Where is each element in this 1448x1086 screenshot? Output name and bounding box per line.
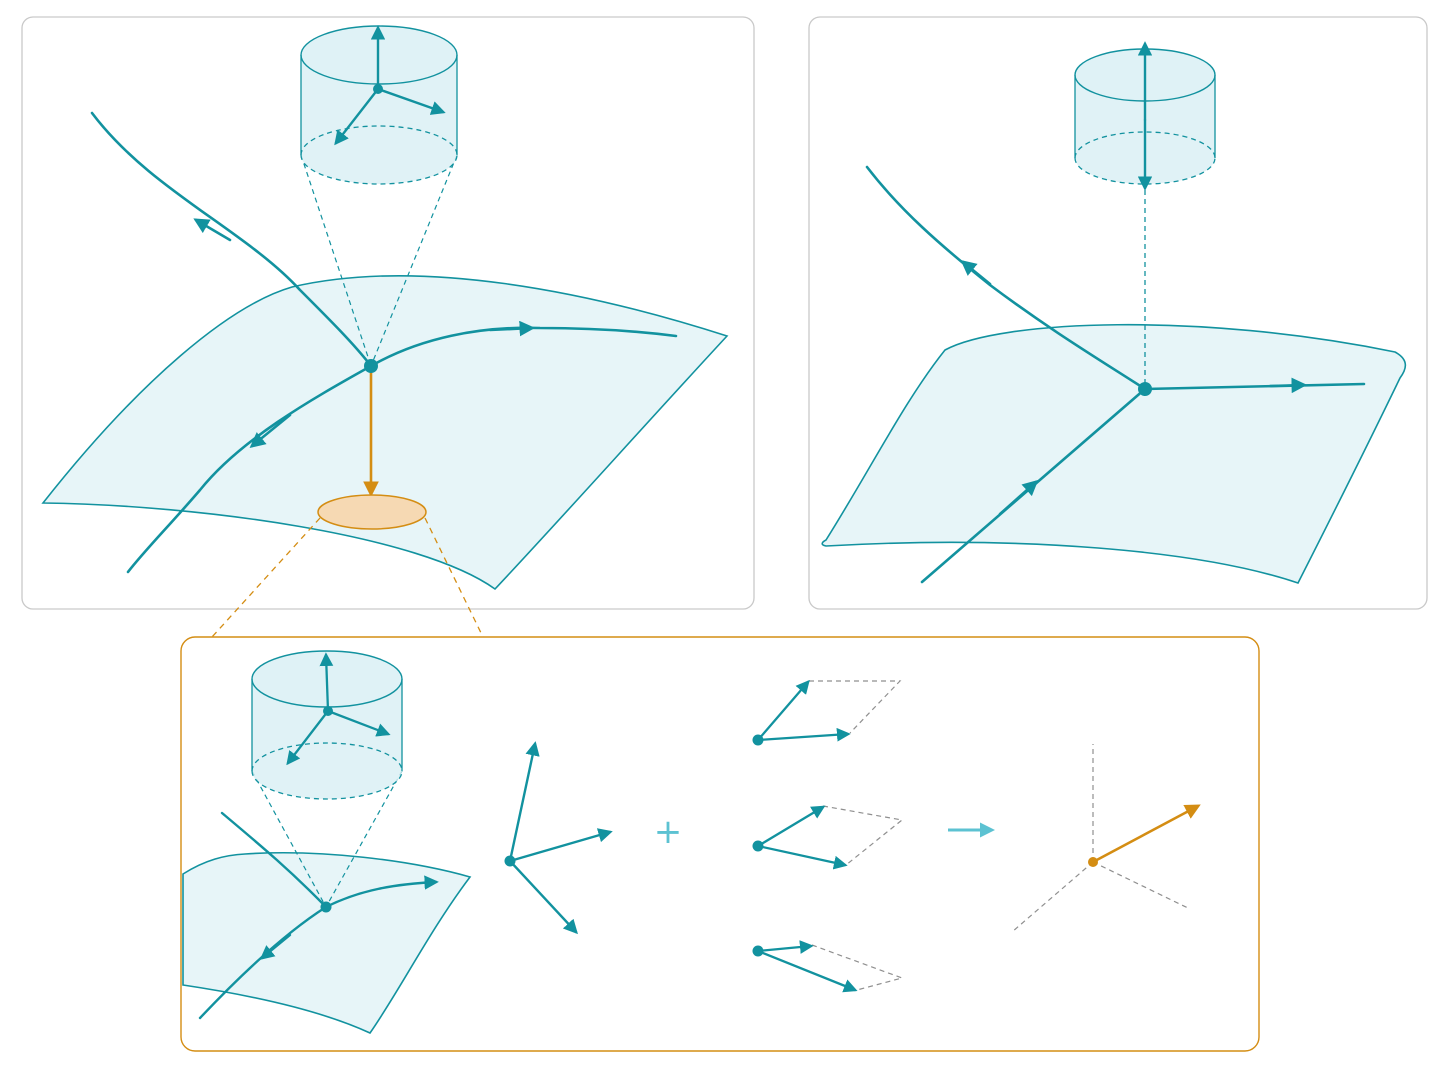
cyl-arrow-right xyxy=(376,87,446,115)
trajectory-arrow-right-flat xyxy=(1268,377,1308,394)
trajectory-lower-left xyxy=(126,364,373,574)
parallelogram-3 xyxy=(752,940,904,993)
cylinder-inset-top-right xyxy=(1074,41,1216,191)
projection-cone xyxy=(300,154,458,367)
trajectory-arrow-right xyxy=(488,320,536,337)
panel-top-left xyxy=(21,16,755,610)
trajectory-arrow-upper-left xyxy=(193,218,232,242)
trajectory-arrow-lower-flat xyxy=(998,479,1039,516)
zoomed-trajectory-right xyxy=(324,875,439,909)
zoom-connector xyxy=(211,517,484,638)
zoomed-cone xyxy=(251,770,403,908)
parallelogram-1 xyxy=(752,679,902,746)
critical-point xyxy=(364,359,378,373)
trajectory-arrow-lower-left xyxy=(249,413,292,448)
zoomed-surface xyxy=(182,852,472,1035)
parallelogram-2 xyxy=(752,805,904,870)
curved-surface xyxy=(41,275,729,591)
cylinder-inset-bottom xyxy=(251,650,403,800)
flat-surface xyxy=(821,323,1407,584)
orange-ellipse xyxy=(317,494,427,530)
panel-top-left-frame xyxy=(21,16,755,610)
trajectory-upper-left xyxy=(90,111,373,368)
trajectory-right xyxy=(369,326,678,368)
cylinder-inset-top-left xyxy=(300,25,458,185)
trajectory-right-flat xyxy=(1143,382,1366,391)
vector-frame xyxy=(504,741,613,935)
panel-top-right xyxy=(808,16,1428,610)
cyl-arrow-down-left xyxy=(334,87,380,146)
panel-bottom: + xyxy=(180,636,1260,1052)
result-vector xyxy=(1011,744,1201,933)
critical-point-flat xyxy=(1138,382,1152,396)
panel-top-right-frame xyxy=(808,16,1428,610)
zoomed-trajectory-upper xyxy=(220,811,328,909)
panel-bottom-frame xyxy=(180,636,1260,1052)
plus-sign-icon: + xyxy=(654,812,683,852)
trajectory-arrow-upper-left-flat xyxy=(960,260,992,286)
